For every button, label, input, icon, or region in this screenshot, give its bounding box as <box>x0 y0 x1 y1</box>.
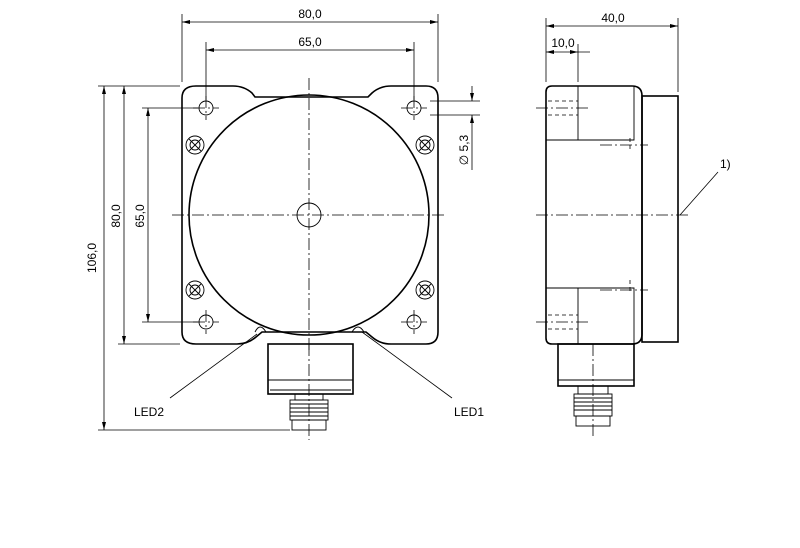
note-callout: 1) <box>679 157 731 216</box>
led2-label: LED2 <box>134 405 164 419</box>
side-view: 40,0 10,0 1) <box>536 11 731 436</box>
dim-height-body: 80,0 <box>109 86 180 345</box>
note-marker-label: 1) <box>720 157 731 171</box>
side-upper-step <box>577 86 635 141</box>
dim-height-overall: 106,0 <box>85 85 290 431</box>
side-connector <box>557 343 635 436</box>
screw <box>415 135 435 155</box>
screw <box>415 280 435 300</box>
dim-width-overall: 80,0 <box>181 7 439 82</box>
dim-depth-step-label: 10,0 <box>551 36 575 50</box>
led1-label: LED1 <box>454 405 484 419</box>
housing-outline <box>181 85 439 345</box>
dim-depth-overall: 40,0 <box>545 11 679 92</box>
dim-depth-overall-label: 40,0 <box>601 11 625 25</box>
led1-indicator <box>351 326 365 333</box>
dim-width-holes-label: 65,0 <box>298 35 322 49</box>
screw <box>185 135 205 155</box>
led2-callout: LED2 <box>134 333 258 419</box>
side-sensing-cap <box>641 95 679 343</box>
connector-housing <box>267 343 354 440</box>
dim-height-body-label: 80,0 <box>109 204 123 228</box>
dim-hole-diameter: ∅ 5,3 <box>430 86 480 170</box>
dim-height-holes: 65,0 <box>133 107 198 323</box>
dim-height-overall-label: 106,0 <box>85 243 99 273</box>
led2-indicator <box>254 326 267 333</box>
side-lower-step <box>546 287 579 344</box>
front-view: 80,0 65,0 106,0 80,0 <box>85 7 484 440</box>
dim-width-holes: 65,0 <box>205 35 415 100</box>
dim-height-holes-label: 65,0 <box>133 204 147 228</box>
side-lower-step-right <box>578 287 635 344</box>
dim-depth-step: 10,0 <box>546 36 590 82</box>
screws <box>185 135 435 300</box>
dim-width-overall-label: 80,0 <box>298 7 322 21</box>
led1-callout: LED1 <box>361 331 484 419</box>
dim-hole-diameter-label: ∅ 5,3 <box>457 134 471 165</box>
screw <box>185 280 205 300</box>
